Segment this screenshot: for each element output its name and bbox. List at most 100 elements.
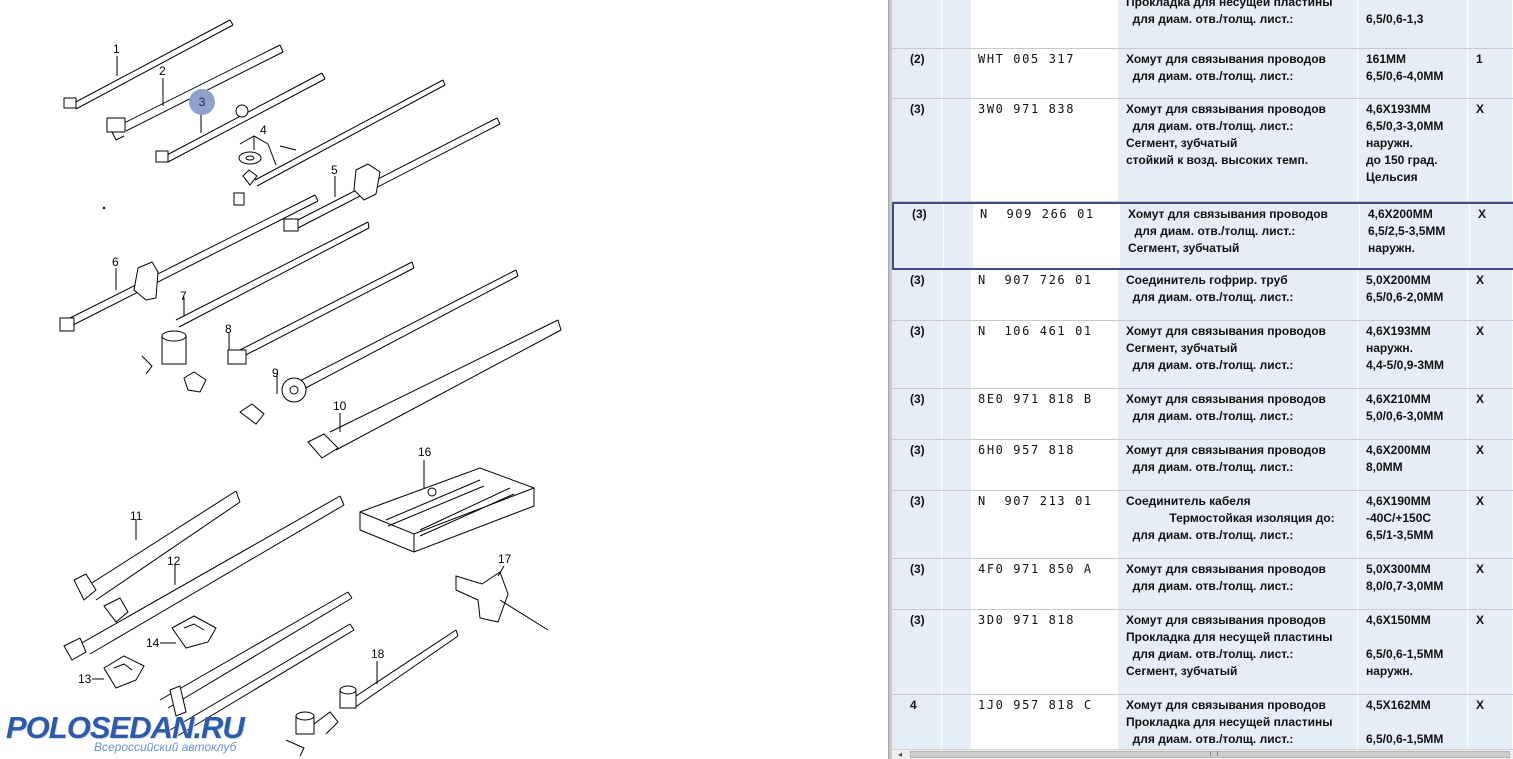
callout-2[interactable]: 2 <box>159 64 166 78</box>
cell-remark: 6,5/0,6-1,3 <box>1358 0 1468 48</box>
callout-5[interactable]: 5 <box>331 163 338 177</box>
cell-description: Хомут для связывания проводов для диам. … <box>1118 99 1358 201</box>
cell-quantity: 1 <box>1468 49 1513 98</box>
cell-description: Прокладка для несущей пластины для диам.… <box>1118 0 1358 48</box>
callout-12[interactable]: 12 <box>167 554 181 568</box>
cell-part-number-line: N 106 461 01 <box>978 324 1093 338</box>
cell-description-line: для диам. отв./толщ. лист.: <box>1126 409 1294 423</box>
callout-11[interactable]: 11 <box>130 509 143 523</box>
cell-quantity: X <box>1468 695 1513 749</box>
callout-14[interactable]: 14 <box>146 636 160 650</box>
cell-description-line: для диам. отв./толщ. лист.: <box>1126 290 1294 304</box>
cell-remark-line: -40C/+150C <box>1366 511 1432 525</box>
callout-8[interactable]: 8 <box>225 322 232 336</box>
cell-description-line: стойкий к возд. высоких темп. <box>1126 153 1309 167</box>
cell-position-line: 4 <box>910 698 917 712</box>
callout-18[interactable]: 18 <box>371 647 385 661</box>
panel-splitter[interactable] <box>888 0 892 759</box>
cell-quantity-line: X <box>1476 102 1485 116</box>
callout-4[interactable]: 4 <box>260 123 267 137</box>
cell-remark-line: наружн. <box>1366 341 1414 355</box>
cell-quantity: X <box>1468 440 1513 490</box>
cell-blank <box>942 270 972 320</box>
cell-description-line: Сегмент, зубчатый <box>1126 341 1238 355</box>
cell-quantity <box>1468 0 1513 48</box>
cell-remark-line: 4,6X200MM <box>1368 207 1433 221</box>
cell-remark-line: 8,0MM <box>1366 460 1403 474</box>
table-row[interactable]: (3) N 907 726 01 Соединитель гофрир. труб … <box>892 270 1513 321</box>
cell-part-number-line: WHT 005 317 <box>978 52 1076 66</box>
cell-remark: 5,0X300MM 8,0/0,7-3,0MM <box>1358 559 1468 609</box>
cell-description-line: для диам. отв./толщ. лист.: <box>1126 119 1294 133</box>
callout-13[interactable]: 13 <box>78 672 92 686</box>
scroll-left-arrow-icon[interactable]: ◂ <box>897 750 902 759</box>
cell-description-line: для диам. отв./толщ. лист.: <box>1128 224 1296 238</box>
cell-remark-line: 4,6X190MM <box>1366 494 1431 508</box>
site-logo: POLOSEDAN.RU Всероссийский автоклуб <box>6 712 245 754</box>
callout-16[interactable]: 16 <box>418 445 432 459</box>
cell-description-line: для диам. отв./толщ. лист.: <box>1126 460 1294 474</box>
cell-remark-line: наружн. <box>1366 136 1414 150</box>
cell-part-number: 8E0 971 818 B <box>972 389 1118 439</box>
cell-remark-line: 6,5/0,6-2,0MM <box>1366 290 1444 304</box>
table-row[interactable]: Прокладка для несущей пластины для диам.… <box>892 0 1513 49</box>
cell-remark-line: 4,4-5/0,9-3MM <box>1366 358 1445 372</box>
cell-description: Хомут для связывания проводов для диам. … <box>1118 559 1358 609</box>
cell-blank <box>942 321 972 388</box>
cell-remark-line: Цельсия <box>1366 170 1418 184</box>
cell-description-line: для диам. отв./толщ. лист.: <box>1126 358 1294 372</box>
cell-quantity-line: X <box>1476 324 1485 338</box>
cell-part-number-line: N 907 726 01 <box>978 273 1093 287</box>
cell-blank <box>942 559 972 609</box>
cell-description: Хомут для связывания проводов для диам. … <box>1118 49 1358 98</box>
cell-description-line: для диам. отв./толщ. лист.: <box>1126 579 1294 593</box>
cell-position-line: (3) <box>910 102 925 116</box>
cell-position: (3) <box>892 270 942 320</box>
cell-description: Хомут для связывания проводов для диам. … <box>1118 440 1358 490</box>
cell-description-line: Прокладка для несущей пластины <box>1126 715 1333 729</box>
cell-part-number: 1J0 957 818 C <box>972 695 1118 749</box>
cell-position: (3) <box>892 99 942 201</box>
cell-remark-line: 6,5/2,5-3,5MM <box>1368 224 1446 238</box>
callout-3-selected-marker[interactable]: 3 <box>189 89 215 115</box>
horizontal-scrollbar[interactable]: ◂ <box>892 749 1513 759</box>
callout-10[interactable]: 10 <box>333 399 347 413</box>
callout-1[interactable]: 1 <box>113 42 120 56</box>
cell-description-line: Хомут для связывания проводов <box>1126 613 1326 627</box>
cell-description: Соединитель гофрир. труб для диам. отв./… <box>1118 270 1358 320</box>
callout-17[interactable]: 17 <box>498 552 512 566</box>
cell-part-number-line: 3W0 971 838 <box>978 102 1076 116</box>
cell-position: (3) <box>892 440 942 490</box>
cell-description-line: Хомут для связывания проводов <box>1126 392 1326 406</box>
cell-position-line: (3) <box>910 494 925 508</box>
callout-6[interactable]: 6 <box>112 255 119 269</box>
parts-diagram[interactable]: 1 2 3 4 5 6 7 8 9 10 11 12 13 14 16 17 1… <box>0 0 888 759</box>
table-row[interactable]: (3) 3W0 971 838 Хомут для связывания прово… <box>892 99 1513 202</box>
cell-description-line: Соединитель гофрир. труб <box>1126 273 1288 287</box>
cell-remark-line: 5,0X300MM <box>1366 562 1431 576</box>
cell-remark-line: 4,6X200MM <box>1366 443 1431 457</box>
cell-remark-line: 8,0/0,7-3,0MM <box>1366 579 1444 593</box>
cell-remark-line: 4,6X193MM <box>1366 102 1431 116</box>
callout-9[interactable]: 9 <box>272 366 279 380</box>
callout-7[interactable]: 7 <box>180 289 187 303</box>
cell-description: Соединитель кабеля Термостойкая изоляция… <box>1118 491 1358 558</box>
cell-part-number-line: N 909 266 01 <box>980 207 1095 221</box>
cell-blank <box>942 695 972 749</box>
